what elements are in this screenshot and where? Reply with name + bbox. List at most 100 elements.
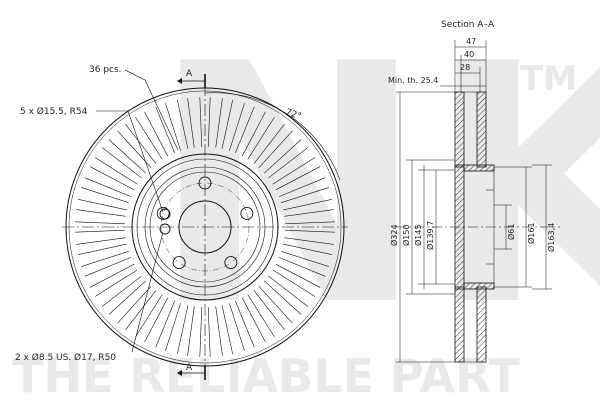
- bolt-hole: [240, 206, 254, 220]
- vane-line: [283, 199, 333, 211]
- vane-line: [94, 157, 138, 185]
- vane-line: [258, 130, 293, 169]
- dia-161-label: Ø161: [526, 222, 536, 244]
- hat-top: [463, 164, 495, 172]
- vane-line: [81, 187, 129, 203]
- vane-line: [247, 116, 275, 160]
- vane-line: [187, 98, 195, 148]
- center-bore: [178, 200, 232, 254]
- vane-line: [89, 263, 135, 288]
- vane-line: [144, 297, 169, 343]
- vane-line: [284, 221, 335, 225]
- locating-pin-hole: [159, 208, 171, 220]
- vane-line: [207, 97, 211, 148]
- vane-line: [199, 306, 203, 357]
- vane-line: [253, 290, 285, 331]
- friction-plate-outer: [454, 286, 465, 363]
- vane-line: [235, 300, 255, 348]
- front-view: [62, 69, 348, 380]
- holes-leader: [96, 110, 164, 213]
- section-view: [396, 40, 560, 363]
- watermark: NK TM THE RELIABLE PART: [12, 0, 600, 400]
- vane-line: [241, 297, 266, 343]
- dia-150-label: Ø150: [401, 224, 411, 246]
- vane-line: [108, 280, 147, 315]
- vane-line: [253, 123, 285, 164]
- vane-line: [199, 97, 203, 148]
- vane-line: [278, 177, 326, 197]
- section-title: Section A–A: [441, 20, 495, 30]
- vane-line: [215, 306, 223, 356]
- vane-line: [177, 305, 189, 355]
- dia-139-label: Ø139,7: [425, 221, 435, 250]
- vane-line: [229, 303, 245, 351]
- vane-line: [268, 147, 309, 179]
- vane-line: [284, 229, 335, 233]
- dia-163-label: Ø163,4: [546, 223, 556, 252]
- min-thickness-label: Min. th. 25.4: [388, 76, 438, 85]
- vane-line: [229, 103, 245, 151]
- vane-line: [263, 139, 302, 174]
- vane-line: [75, 229, 126, 233]
- vane-line: [263, 280, 302, 315]
- dia-61-label: Ø61: [506, 224, 516, 240]
- bolt-hole: [172, 256, 186, 270]
- bolt-hole: [224, 256, 238, 270]
- vane-line: [84, 257, 132, 277]
- bolt-circle: [160, 182, 250, 272]
- vane-line: [135, 116, 163, 160]
- vane-line: [165, 303, 181, 351]
- vane-line: [207, 306, 211, 357]
- vane-line: [75, 221, 126, 225]
- locating-pin-hole: [159, 223, 171, 235]
- vane-line: [165, 103, 181, 151]
- dim-40-label: 40: [464, 50, 474, 59]
- hat-outer: [136, 158, 274, 296]
- vane-line: [235, 106, 255, 154]
- vane-line: [283, 243, 333, 255]
- vane-line: [108, 139, 147, 174]
- vane-line: [241, 111, 266, 157]
- friction-plate-inner: [476, 286, 487, 363]
- vane-line: [284, 237, 334, 245]
- vane-line: [258, 285, 293, 324]
- vane-line: [247, 294, 275, 338]
- vane-line: [125, 290, 157, 331]
- vane-line: [94, 269, 138, 297]
- dim-28-label: 28: [460, 63, 470, 72]
- pins-leader: [131, 231, 164, 353]
- vane-line: [144, 111, 169, 157]
- vane-line: [284, 209, 334, 217]
- friction-plate-outer: [454, 91, 465, 168]
- vane-line: [281, 251, 329, 267]
- outer-rim-inner: [68, 90, 342, 364]
- watermark-tagline: THE RELIABLE PART: [12, 349, 520, 400]
- vane-line: [155, 300, 175, 348]
- section-arrowhead: [177, 370, 182, 376]
- pin-holes-label: 2 x Ø8.5 US. Ø17, R50: [15, 352, 116, 363]
- section-arrowhead: [177, 78, 182, 84]
- friction-plate-inner: [476, 91, 487, 168]
- vanes-count-label: 36 pcs.: [89, 65, 122, 75]
- vanes-leader: [124, 69, 179, 151]
- vane-line: [76, 209, 126, 217]
- vane-line: [272, 157, 316, 185]
- vent-vanes: [75, 97, 335, 357]
- vane-line: [77, 199, 127, 211]
- hat-face: [149, 171, 261, 283]
- vane-line: [84, 177, 132, 197]
- dim-47-label: 47: [466, 37, 476, 46]
- vane-line: [272, 269, 316, 297]
- vane-line: [77, 243, 127, 255]
- section-mark-bottom: A: [186, 363, 193, 373]
- vane-line: [135, 294, 163, 338]
- vane-line: [221, 305, 233, 355]
- bolt-hole: [198, 176, 212, 190]
- vane-line: [101, 275, 142, 307]
- angle-arc: [204, 92, 341, 181]
- friction-inner-edge: [131, 153, 279, 301]
- vane-line: [125, 123, 157, 164]
- vane-line: [117, 130, 152, 169]
- vane-line: [281, 187, 329, 203]
